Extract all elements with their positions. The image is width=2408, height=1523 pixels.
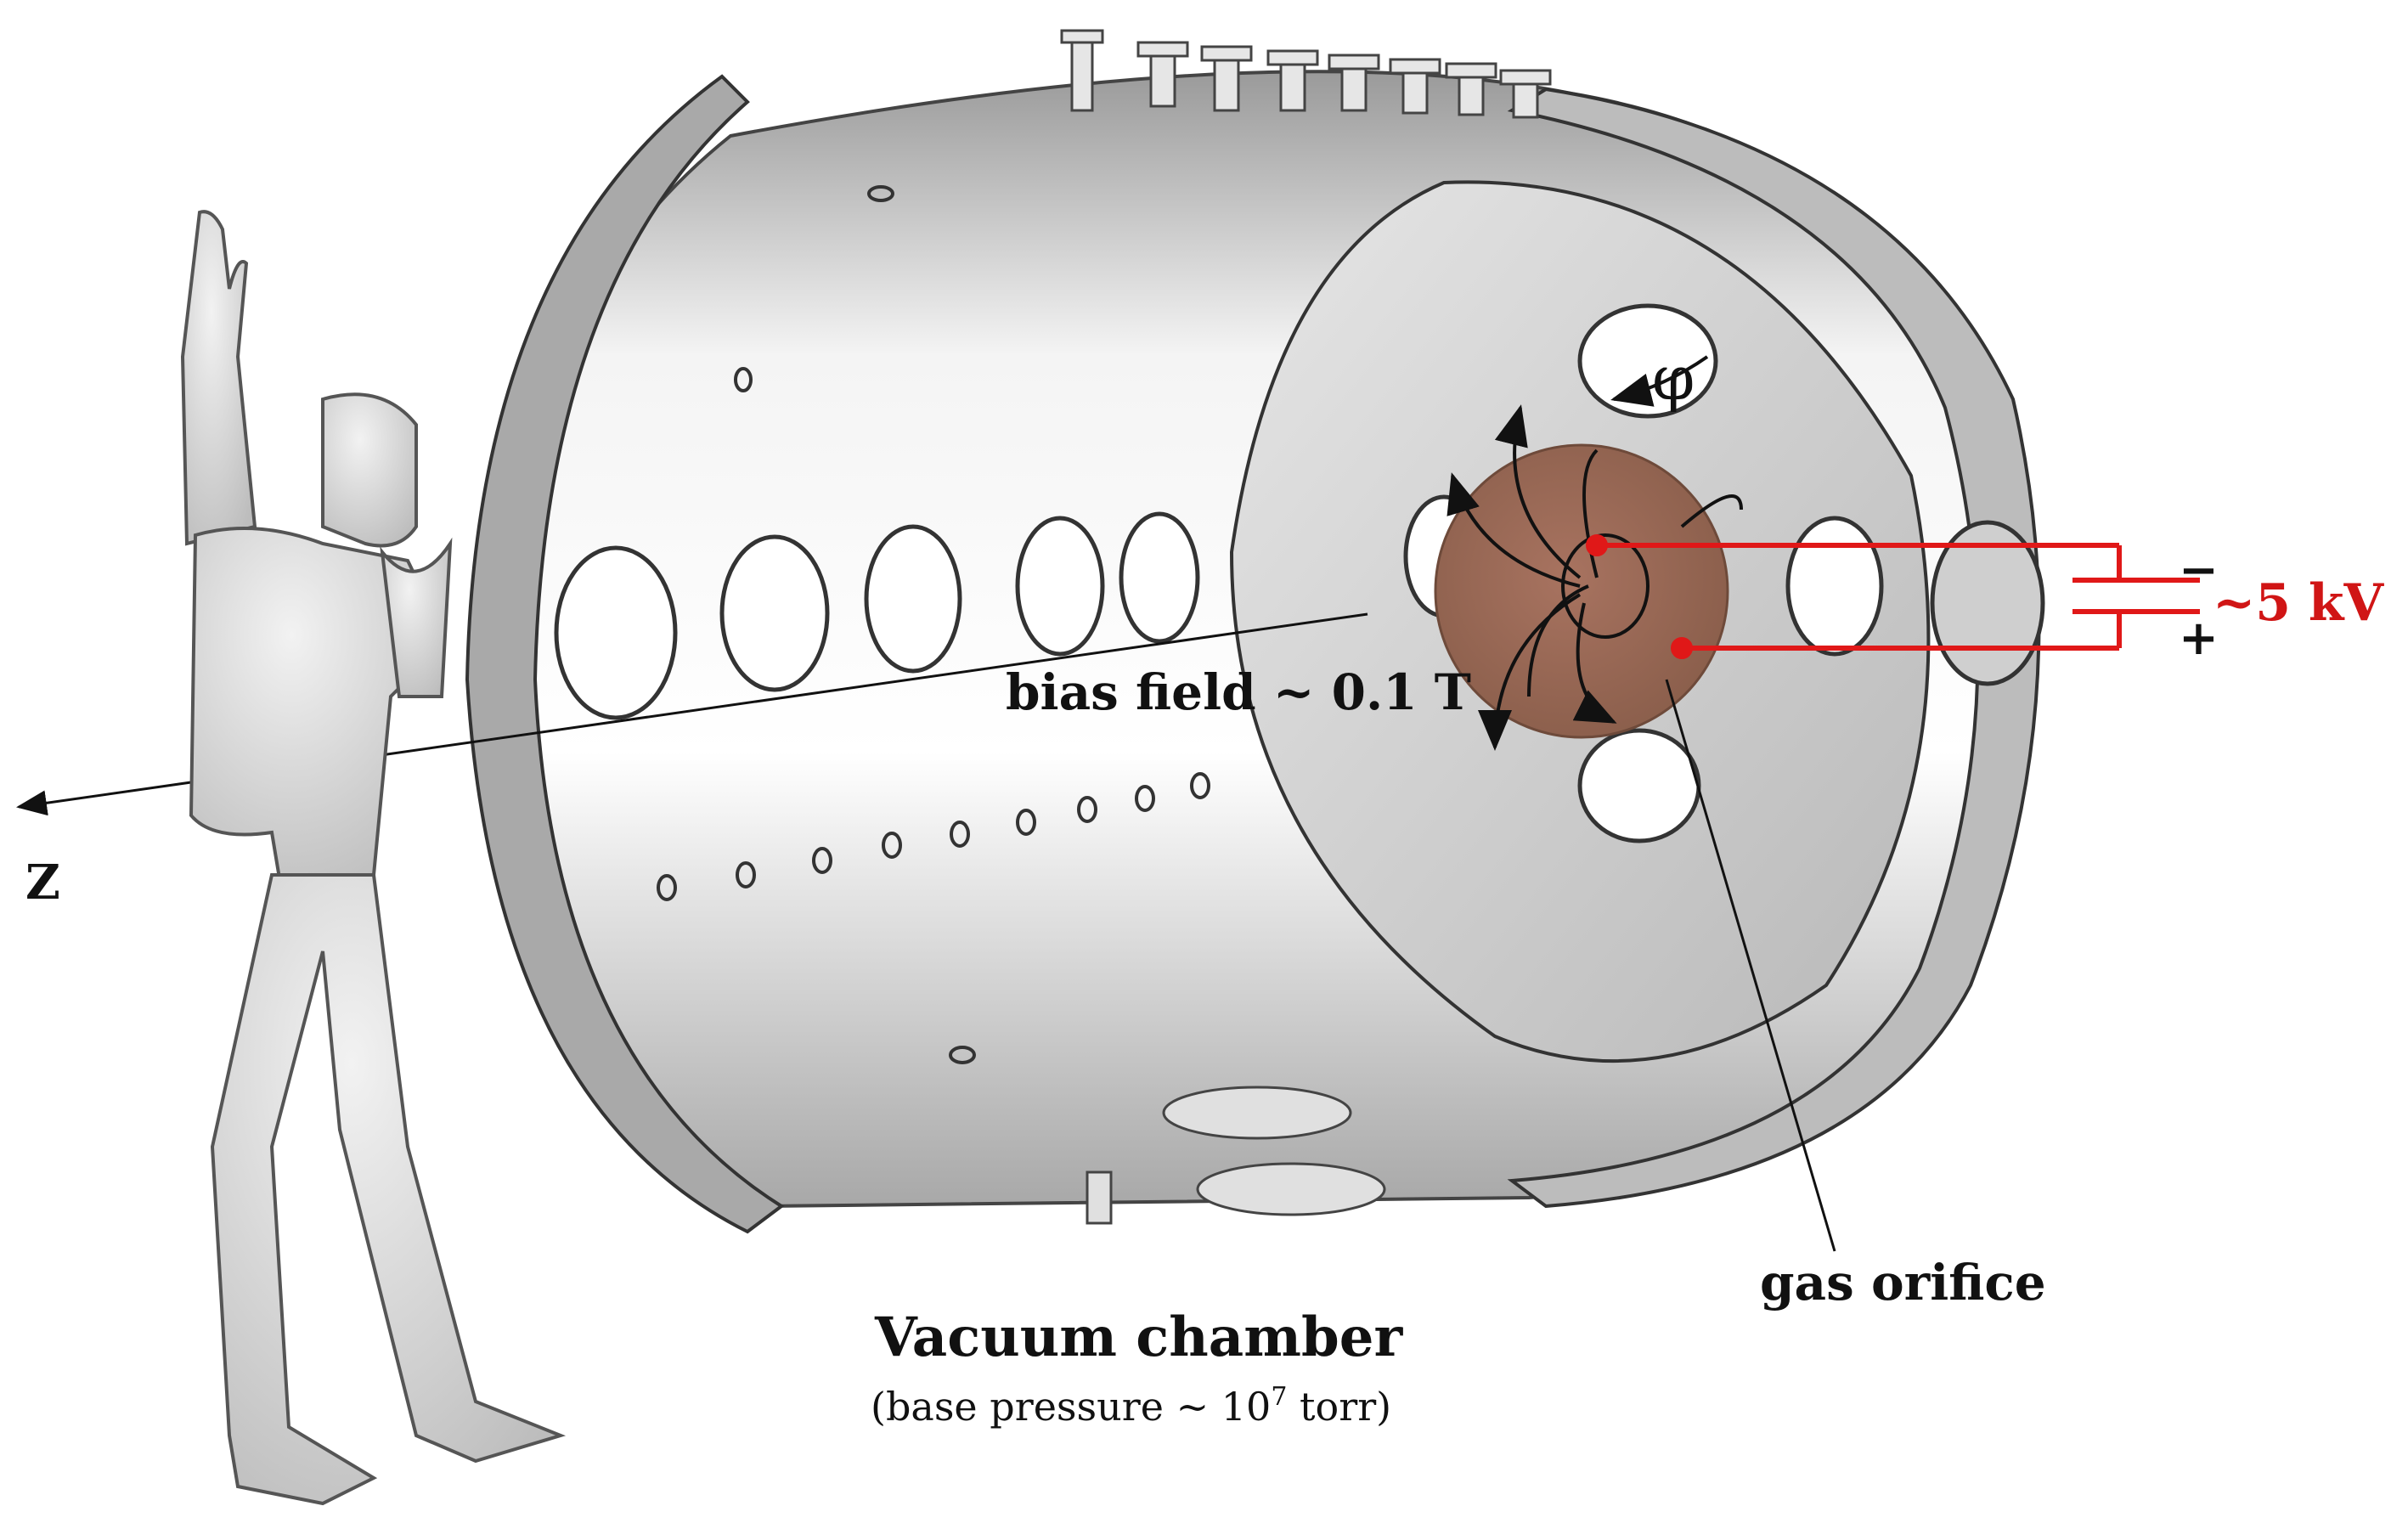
- human-scale-figure: [180, 210, 567, 1506]
- high-voltage-circuit: [1586, 534, 2200, 659]
- z-axis-label: Z: [25, 855, 60, 911]
- pressure-prefix: (base pressure ~ 10: [871, 1384, 1271, 1430]
- bottom-ports: [1086, 1086, 1386, 1225]
- pressure-suffix: torr): [1287, 1384, 1391, 1430]
- chamber-front-flange: [465, 74, 785, 1234]
- gas-orifice-pointer: [1665, 679, 1836, 1252]
- cathode-disc: [1434, 355, 1743, 751]
- vacuum-chamber: [465, 29, 2045, 1234]
- phi-label: φ: [1652, 342, 1695, 414]
- bias-field-label: bias field ~ 0.1 T: [1006, 663, 1471, 721]
- side-viewports: [554, 511, 1200, 720]
- top-ports: [1060, 29, 1552, 119]
- plus-sign: +: [2179, 610, 2219, 666]
- gas-orifice-label: gas orifice: [1760, 1254, 2046, 1311]
- field-lines: [1446, 355, 1743, 751]
- small-holes: [657, 185, 1210, 1064]
- minus-sign: −: [2179, 542, 2219, 598]
- chamber-rear-ring: [1507, 87, 2041, 1209]
- voltage-label: ~5 kV: [2213, 573, 2384, 633]
- pressure-exponent: 7: [1271, 1382, 1287, 1412]
- base-pressure-label: (base pressure ~ 107 torr): [871, 1382, 1391, 1430]
- chamber-title: Vacuum chamber: [874, 1306, 1403, 1369]
